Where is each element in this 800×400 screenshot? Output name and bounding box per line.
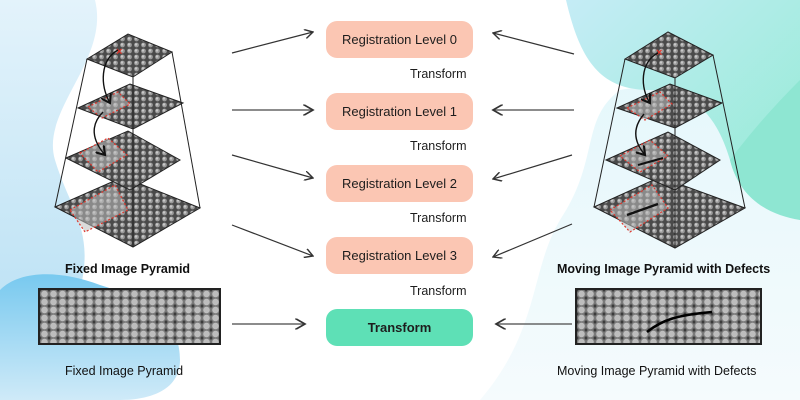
target-x-marker: × [656, 47, 662, 59]
moving-pyramid-caption: Moving Image Pyramid with Defects [557, 262, 771, 276]
defect-line [626, 202, 659, 217]
roi-layer-3 [69, 184, 129, 233]
fixed-pyramid-caption: Fixed Image Pyramid [65, 262, 191, 276]
transform-label-2: Transform [410, 211, 467, 225]
flow-arrow [643, 52, 659, 103]
defect-line [637, 156, 664, 167]
pyramid-layer-2 [604, 131, 721, 191]
arrow-to-level-2 [231, 154, 313, 178]
transform-label-1: Transform [410, 139, 467, 153]
registration-level-2: Registration Level 2 [326, 165, 473, 202]
registration-level-3: Registration Level 3 [326, 237, 473, 274]
final-transform-label: Transform [367, 320, 432, 335]
arrow-to-level-3 [231, 224, 313, 256]
registration-level-0: Registration Level 0 [326, 21, 473, 58]
arrow-from-right-3 [493, 223, 573, 257]
right-lower-blob [730, 80, 800, 220]
transform-label-3: Transform [410, 284, 467, 298]
registration-level-1: Registration Level 1 [326, 93, 473, 130]
pyramid-layer-0 [623, 31, 715, 79]
registration-level-0-label: Registration Level 0 [342, 32, 457, 47]
roi-layer-3 [609, 184, 669, 233]
defect-crack-icon [646, 310, 713, 334]
fixed-strip-caption: Fixed Image Pyramid [65, 364, 184, 378]
left-blob [0, 0, 98, 300]
registration-level-3-label: Registration Level 3 [342, 248, 457, 263]
registration-level-1-label: Registration Level 1 [342, 104, 457, 119]
arrow-to-level-0 [231, 32, 313, 54]
arrow-from-right-2 [493, 154, 573, 179]
fixed-image-strip [38, 288, 221, 345]
flow-arrow [93, 111, 105, 155]
flow-arrow [635, 113, 645, 155]
arrow-from-right-0 [493, 33, 575, 55]
registration-level-2-label: Registration Level 2 [342, 176, 457, 191]
moving-strip-caption: Moving Image Pyramid with Defects [557, 364, 757, 378]
roi-layer-1 [86, 91, 132, 119]
pyramid-layer-0 [85, 33, 174, 78]
flow-arrow [103, 49, 119, 103]
final-transform-box: Transform [326, 309, 473, 346]
fixed-image-pyramid: × [53, 33, 202, 248]
transform-label-0: Transform [410, 67, 467, 81]
pyramid-layer-1 [76, 83, 185, 130]
pyramid-layer-2 [64, 130, 181, 191]
target-x-marker: × [116, 46, 122, 58]
moving-image-pyramid: × [592, 31, 747, 249]
moving-image-strip [575, 288, 762, 345]
